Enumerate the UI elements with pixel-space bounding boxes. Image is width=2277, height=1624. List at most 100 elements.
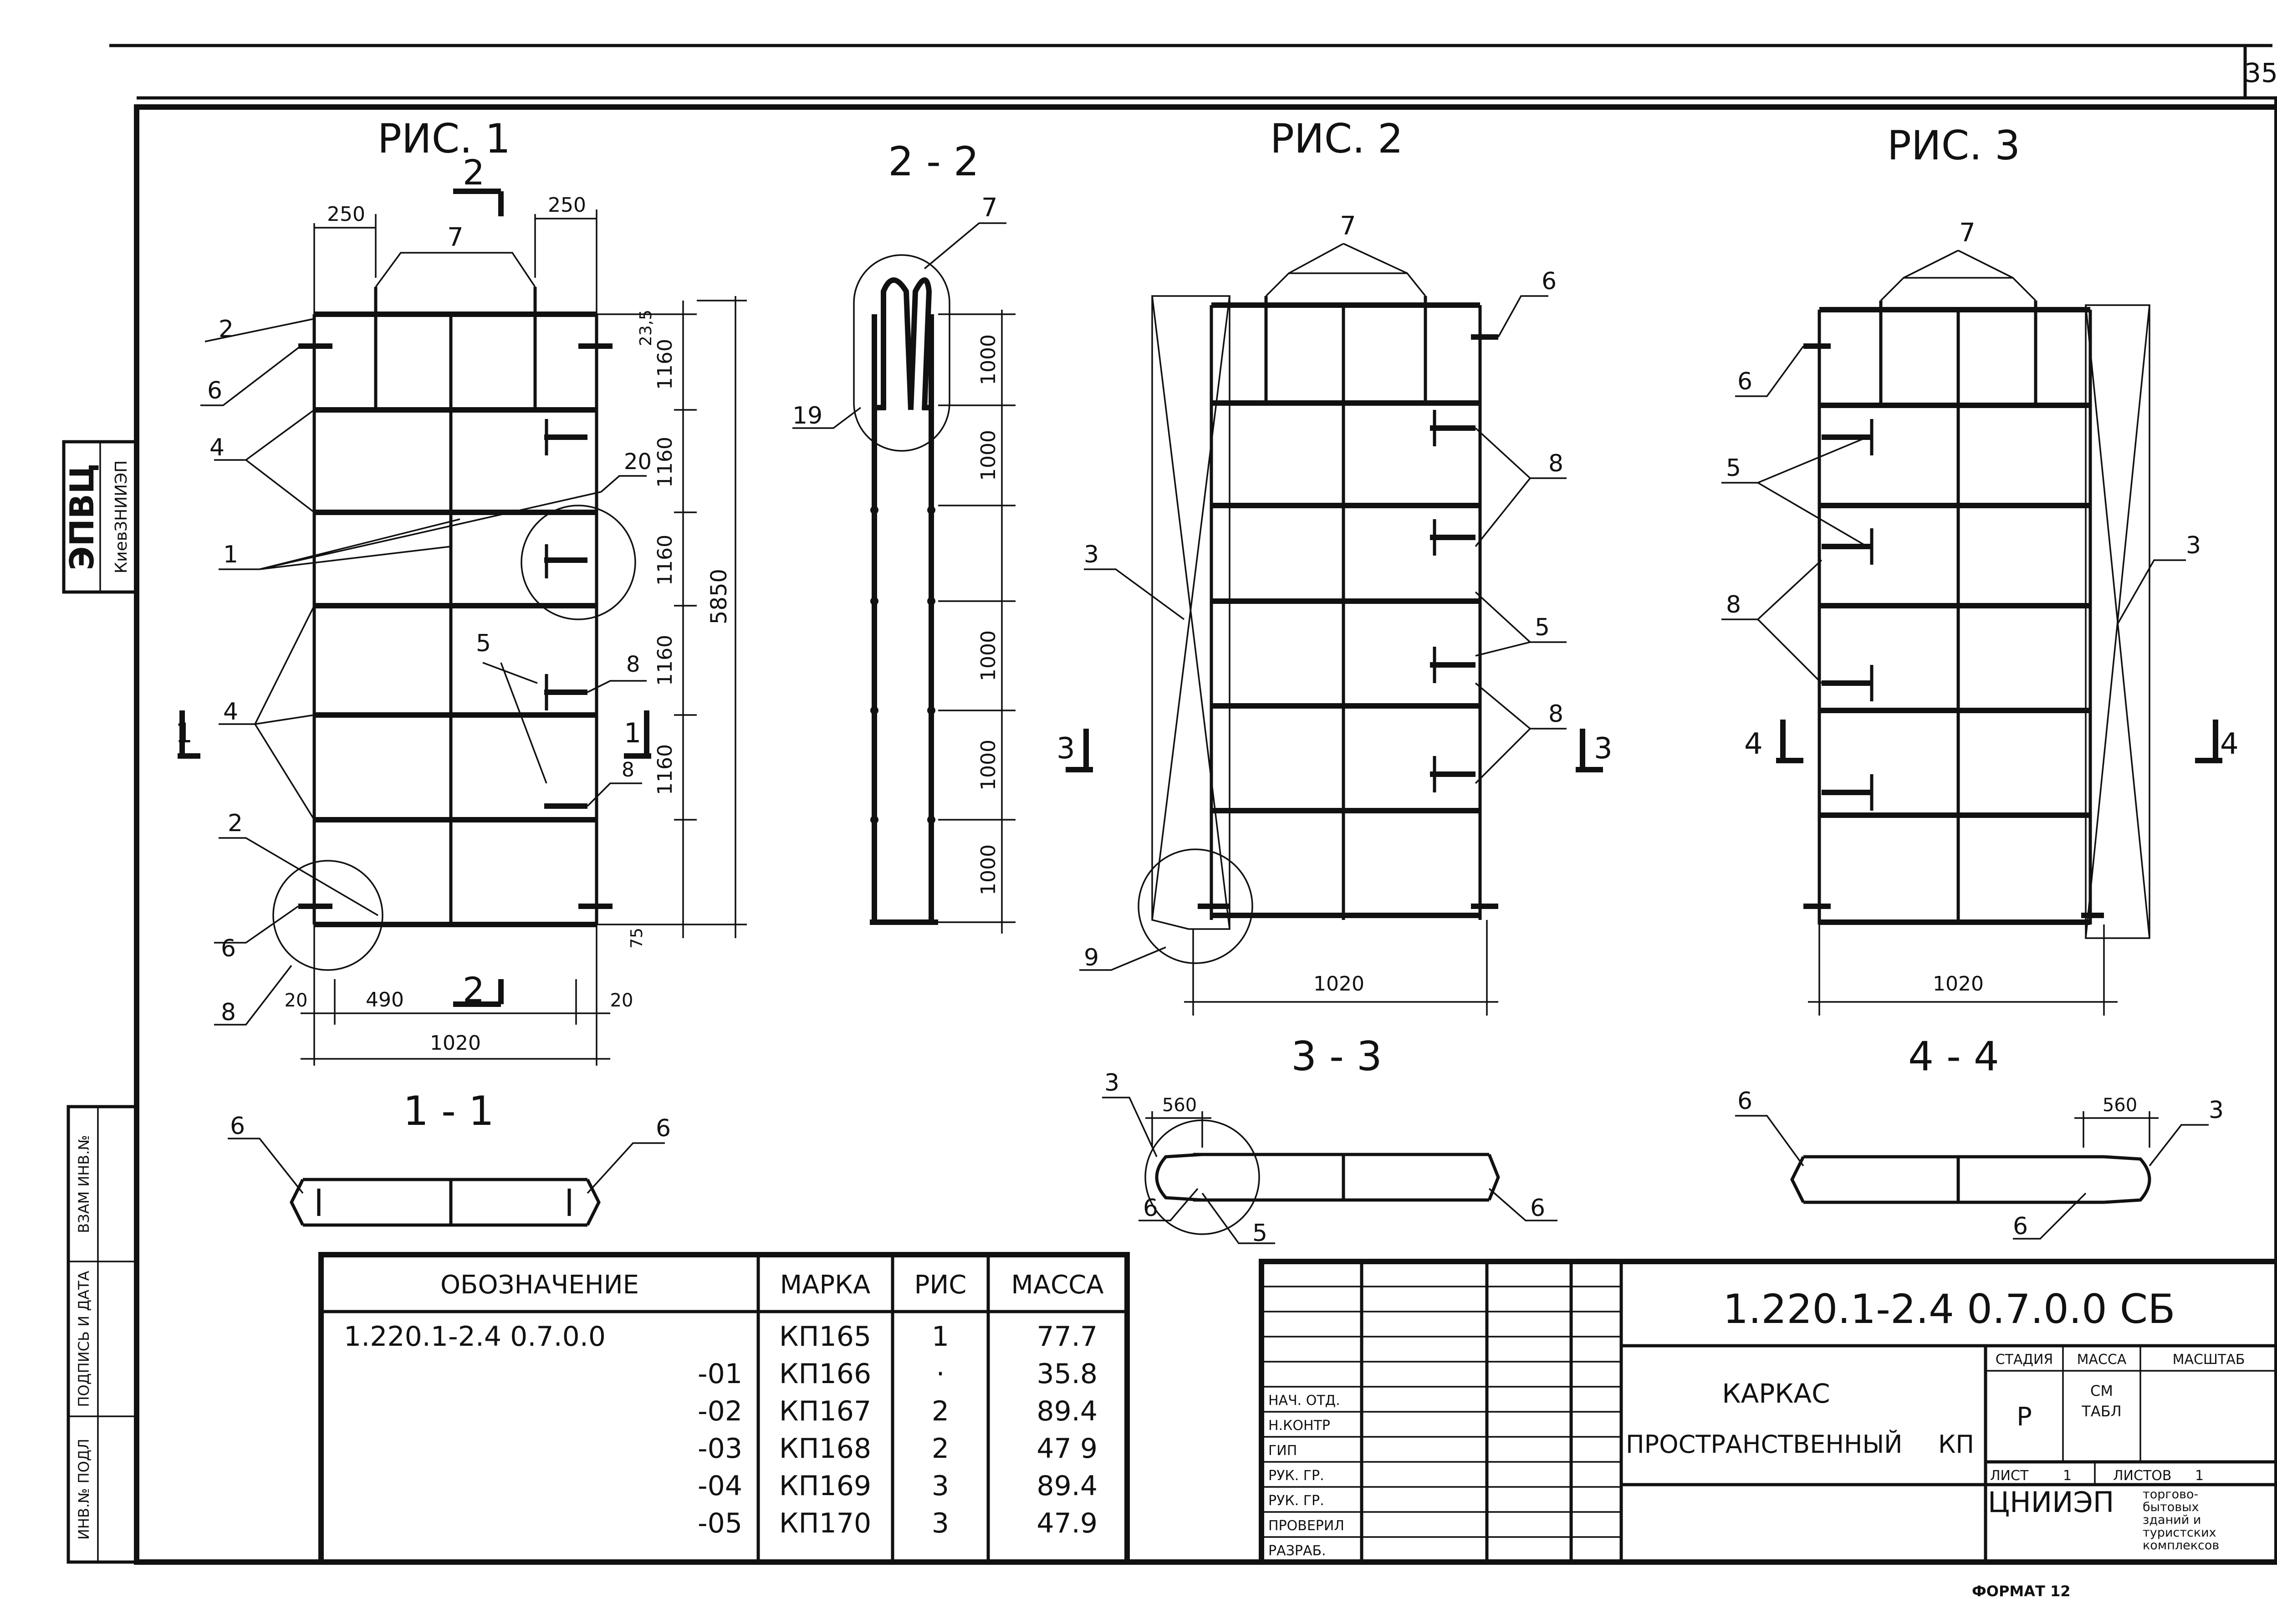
- callout-6-left-sec44: 6: [1737, 1088, 1752, 1115]
- dim-1000-2: 1000: [977, 430, 1000, 481]
- callout-3-sec33: 3: [1104, 1069, 1119, 1097]
- dim-1000-1: 1000: [977, 334, 1000, 385]
- callout-8-lower-fig1: 8: [622, 758, 634, 781]
- spec-row-6-mark: КП170: [779, 1507, 871, 1539]
- spec-table: ОБОЗНАЧЕНИЕ МАРКА РИС МАССА 1.220.1-2.4 …: [318, 1252, 1130, 1565]
- org-desc-1: торгово-: [2143, 1487, 2198, 1501]
- dim-20-right: 20: [610, 990, 633, 1011]
- spec-row-1-designation: 1.220.1-2.4 0.7.0.0: [344, 1321, 606, 1353]
- callout-9-fig2: 9: [1084, 944, 1099, 971]
- stage-header: СТАДИЯ: [1996, 1352, 2053, 1368]
- section-1-1: 1 - 1 6 6: [228, 1088, 671, 1227]
- figure-2: РИС. 2 7 6 8 3 5 8 9 3 3 1020: [1057, 115, 1613, 1016]
- spec-row-1-mass: 77.7: [1036, 1321, 1098, 1353]
- spec-row-5-mass: 89.4: [1036, 1470, 1098, 1502]
- dim-1020-fig2: 1020: [1313, 972, 1364, 996]
- callout-7-fig3: 7: [1959, 218, 1976, 248]
- sheet-frame: 35: [109, 44, 2277, 1565]
- spec-row-2-fig: ·: [936, 1358, 944, 1390]
- callout-6-fig2: 6: [1542, 268, 1557, 295]
- spec-row-2-mass: 35.8: [1036, 1358, 1098, 1390]
- callout-3-fig2: 3: [1084, 541, 1099, 568]
- callout-6-left-sec11: 6: [230, 1113, 245, 1140]
- callout-3-fig3: 3: [2186, 532, 2201, 559]
- callout-3-sec44: 3: [2209, 1097, 2224, 1124]
- dim-75: 75: [628, 928, 646, 949]
- callout-2-top-fig1: 2: [219, 316, 234, 343]
- dim-20-left: 20: [285, 990, 308, 1011]
- spec-row-2-designation: -01: [698, 1358, 742, 1390]
- callout-5-fig2: 5: [1535, 614, 1550, 641]
- dim-1160-3: 1160: [653, 535, 677, 586]
- left-strip-org: ЭПВЦ: [63, 464, 101, 571]
- section-3-3: 3 - 3 560 3 6 5 6: [1102, 1033, 1557, 1247]
- figure-3-title: РИС. 3: [1887, 122, 2020, 169]
- callout-7-fig2: 7: [1340, 211, 1356, 241]
- spec-row-4-mark: КП168: [779, 1433, 871, 1465]
- sheet-label: ЛИСТ: [1990, 1468, 2029, 1484]
- sheets-label: ЛИСТОВ: [2113, 1468, 2171, 1484]
- dim-1160-1: 1160: [653, 339, 677, 390]
- callout-8-lower-fig2: 8: [1548, 700, 1563, 728]
- spec-header-designation: ОБОЗНАЧЕНИЕ: [440, 1270, 639, 1300]
- figure-3: РИС. 3 7 6 5 8 3 4 4 1020: [1721, 122, 2239, 1016]
- dim-250-left: 250: [327, 203, 365, 226]
- title-block: НАЧ. ОТД. Н.КОНТР ГИП РУК. ГР. РУК. ГР. …: [1259, 1259, 2277, 1565]
- callout-5-fig3: 5: [1726, 455, 1741, 482]
- callout-5-sec33: 5: [1252, 1220, 1267, 1247]
- callout-6-right-sec11: 6: [656, 1115, 671, 1142]
- role-n-kontr: Н.КОНТР: [1268, 1418, 1330, 1434]
- cut-3-right: 3: [1594, 732, 1613, 766]
- callout-7-fig1: 7: [447, 223, 464, 252]
- inv-podl-label: ИНВ.№ ПОДЛ: [75, 1439, 92, 1540]
- role-razrab: РАЗРАБ.: [1268, 1543, 1326, 1559]
- spec-row-1-fig: 1: [932, 1321, 949, 1353]
- callout-6-top-fig1: 6: [207, 377, 222, 404]
- figure-2-title: РИС. 2: [1270, 115, 1403, 162]
- cut-2-bottom: 2: [463, 970, 485, 1010]
- mass-value-1: СМ: [2090, 1382, 2113, 1399]
- section-1-1-title: 1 - 1: [403, 1088, 494, 1134]
- mass-value-2: ТАБЛ: [2081, 1403, 2121, 1420]
- spec-row-4-fig: 2: [932, 1433, 949, 1465]
- spec-header-mark: МАРКА: [780, 1270, 870, 1300]
- vzam-inv-label: ВЗАМ ИНВ.№: [75, 1135, 92, 1233]
- left-strip-org-sub: КиевЗНИИЭП: [112, 460, 131, 574]
- cut-4-left: 4: [1744, 727, 1763, 761]
- cut-1-right: 1: [624, 717, 641, 749]
- dim-490: 490: [366, 988, 404, 1011]
- spec-row-5-designation: -04: [698, 1470, 742, 1502]
- callout-4-top-fig1: 4: [209, 434, 225, 461]
- spec-row-6-fig: 3: [932, 1507, 949, 1539]
- spec-row-4-designation: -03: [698, 1433, 742, 1465]
- org-desc-3: зданий и: [2143, 1513, 2201, 1527]
- spec-row-2-mark: КП166: [779, 1358, 871, 1390]
- sheets-value: 1: [2195, 1468, 2204, 1484]
- callout-8-upper-fig2: 8: [1548, 450, 1563, 477]
- dim-1000-4: 1000: [977, 740, 1000, 791]
- title-line-2: ПРОСТРАНСТВЕННЫЙ: [1626, 1430, 1903, 1459]
- callout-19-sec22: 19: [792, 402, 822, 429]
- dim-1000-5: 1000: [977, 844, 1000, 895]
- spec-row-3-designation: -02: [698, 1395, 742, 1427]
- dim-1000-3: 1000: [977, 630, 1000, 681]
- dim-1160-2: 1160: [653, 437, 677, 488]
- spec-header-fig: РИС: [914, 1270, 967, 1300]
- scale-header: МАСШТАБ: [2173, 1352, 2245, 1368]
- spec-row-3-mass: 89.4: [1036, 1395, 1098, 1427]
- section-2-2: 2 - 2 1000 1000 1000 1000 1000 7 19: [792, 138, 1016, 934]
- org-desc-2: бытовых: [2143, 1500, 2199, 1514]
- dim-560-sec33: 560: [1162, 1095, 1197, 1116]
- cut-1-left: 1: [175, 717, 193, 749]
- cut-4-right: 4: [2220, 727, 2239, 761]
- callout-6-left-sec33: 6: [1143, 1195, 1158, 1222]
- callout-6-bottom-fig1: 6: [221, 935, 236, 962]
- section-4-4-title: 4 - 4: [1908, 1033, 1999, 1080]
- spec-row-3-mark: КП167: [779, 1395, 871, 1427]
- spec-row-1-mark: КП165: [779, 1321, 871, 1353]
- dim-250-right: 250: [548, 194, 586, 217]
- doc-code: 1.220.1-2.4 0.7.0.0 СБ: [1723, 1286, 2175, 1333]
- org-desc-5: комплексов: [2143, 1538, 2219, 1553]
- callout-7-sec22: 7: [981, 193, 998, 223]
